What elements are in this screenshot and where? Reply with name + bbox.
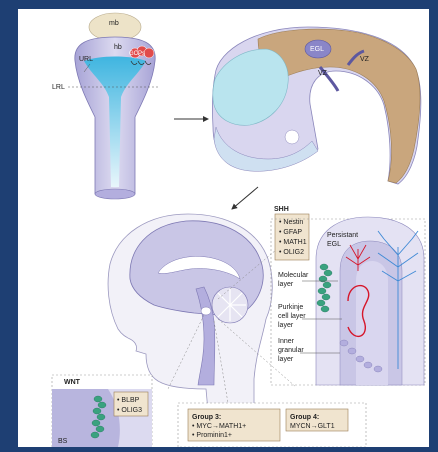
mb-label: mb xyxy=(109,20,119,27)
figure-panel: mb hb GCPs URL LRL EGL VZ xyxy=(18,9,429,447)
wnt-title: WNT xyxy=(64,379,81,386)
persistent-egl-label-2: EGL xyxy=(327,241,341,248)
wnt-panel: WNT • BLBP • OLIG3 BS xyxy=(52,375,152,447)
hindbrain-spot xyxy=(201,307,211,315)
hb-label: hb xyxy=(114,44,122,51)
vz-label-right: VZ xyxy=(360,56,370,63)
wnt-marker-0: • BLBP xyxy=(117,397,140,404)
folium-core xyxy=(356,261,388,385)
arrow-down-left xyxy=(232,187,258,209)
group3-line1: • MYC→MATH1+ xyxy=(192,423,246,430)
white-bulb xyxy=(285,130,299,144)
shh-marker-2: • MATH1 xyxy=(279,239,307,246)
shh-title: SHH xyxy=(274,206,289,213)
group-panel: Group 3: • MYC→MATH1+ • Prominin1+ Group… xyxy=(178,403,366,447)
bs-label: BS xyxy=(58,438,68,445)
purkinje-layer-label-3: layer xyxy=(278,322,294,329)
group3-title: Group 3: xyxy=(192,414,221,421)
developing-cerebellum-illustration: EGL VZ VZ xyxy=(212,27,420,184)
gcp-cell xyxy=(144,48,154,58)
tube-base xyxy=(95,189,135,199)
shh-panel: SHH • Nestin • GFAP • MATH1 • OLIG2 xyxy=(271,206,425,385)
molecular-layer-label-2: layer xyxy=(278,281,294,288)
group3-line2: • Prominin1+ xyxy=(192,432,232,439)
shh-marker-3: • OLIG2 xyxy=(279,249,304,256)
lrl-label: LRL xyxy=(52,84,65,91)
inner-granular-label-3: layer xyxy=(278,356,294,363)
molecular-layer-label-1: Molecular xyxy=(278,272,309,279)
vz-label-left: VZ xyxy=(318,70,328,77)
purkinje-layer-label-1: Purkinje xyxy=(278,304,303,311)
shh-marker-1: • GFAP xyxy=(279,229,302,236)
group4-title: Group 4: xyxy=(290,414,319,421)
group4-line1: MYCN→GLT1 xyxy=(290,423,335,430)
gcps-label: GCPs xyxy=(129,51,145,57)
shh-marker-0: • Nestin xyxy=(279,219,303,226)
url-label: URL xyxy=(79,56,93,63)
egl-label: EGL xyxy=(310,46,324,53)
wnt-marker-1: • OLIG3 xyxy=(117,407,142,414)
hindbrain-tube-illustration: mb hb GCPs URL LRL xyxy=(52,13,158,199)
medulloblastoma-origin-diagram: mb hb GCPs URL LRL EGL VZ xyxy=(18,9,429,447)
inner-granular-label-1: Inner xyxy=(278,338,295,345)
persistent-egl-label-1: Persistant xyxy=(327,232,358,239)
